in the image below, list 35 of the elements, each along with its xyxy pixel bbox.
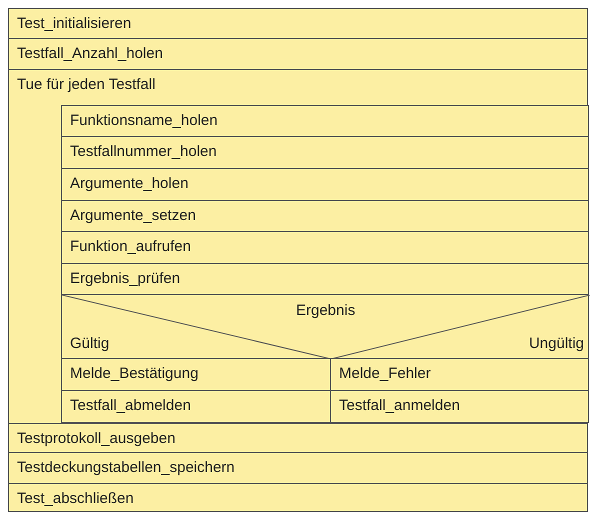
statement-text: Testfall_anmelden — [339, 397, 460, 415]
statement-box — [61, 390, 331, 423]
statement-text: Melde_Fehler — [339, 365, 431, 383]
statement-box — [8, 483, 588, 512]
statement-box — [61, 263, 589, 295]
condition-text: Ergebnis — [296, 302, 356, 320]
statement-box — [61, 200, 589, 232]
statement-box — [61, 231, 589, 264]
statement-text: Testprotokoll_ausgeben — [17, 430, 176, 448]
statement-text: Funktionsname_holen — [70, 112, 218, 130]
statement-box — [330, 358, 589, 391]
statement-text: Testfallnummer_holen — [70, 143, 217, 161]
statement-text: Testfall_abmelden — [70, 397, 191, 415]
statement-text: Testfall_Anzahl_holen — [17, 45, 163, 63]
statement-text: Tue für jeden Testfall — [17, 76, 156, 94]
statement-box — [8, 8, 588, 39]
statement-box — [8, 38, 588, 70]
statement-box — [8, 423, 588, 453]
statement-text: Funktion_aufrufen — [70, 238, 191, 256]
statement-text: Test_abschließen — [17, 490, 134, 508]
statement-box — [61, 168, 589, 201]
branch-label: Gültig — [70, 335, 110, 353]
statement-text: Ergebnis_prüfen — [70, 270, 180, 288]
branch-label: Ungültig — [528, 335, 584, 353]
statement-box — [61, 358, 331, 391]
statement-box — [61, 105, 589, 137]
statement-box — [330, 390, 589, 423]
statement-text: Argumente_setzen — [70, 207, 196, 225]
statement-box — [61, 136, 589, 169]
statement-text: Argumente_holen — [70, 175, 188, 193]
statement-text: Test_initialisieren — [17, 15, 132, 33]
loop-block — [8, 69, 588, 424]
statement-text: Melde_Bestätigung — [70, 365, 198, 383]
statement-text: Testdeckungstabellen_speichern — [17, 459, 235, 477]
statement-box — [8, 452, 588, 484]
